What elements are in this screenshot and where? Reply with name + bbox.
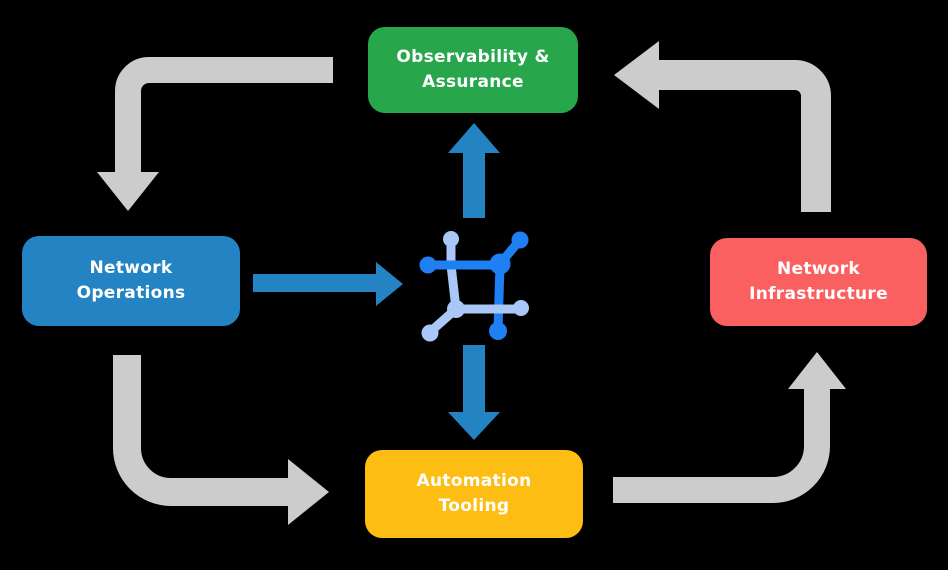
node-network-operations-label: Network Operations — [76, 257, 186, 304]
arrow-observability-to-operations — [97, 57, 333, 211]
node-observability-label: Observability & Assurance — [396, 46, 550, 93]
network-nodes-icon — [419, 231, 529, 342]
icon-node-dot — [489, 253, 511, 275]
node-network-infrastructure-label: Network Infrastructure — [749, 258, 888, 305]
arrow-head — [288, 459, 329, 525]
arrow-head — [614, 41, 659, 109]
arrow-shaft — [115, 57, 333, 173]
icon-node-dot — [421, 324, 439, 342]
arrow-head — [97, 172, 159, 211]
arrow-operations-to-icon — [253, 262, 403, 306]
arrow-operations-to-automation — [113, 355, 329, 525]
icon-node-dot — [513, 300, 529, 316]
arrow-shaft — [113, 355, 289, 506]
arrow-automation-to-infrastructure — [613, 352, 846, 503]
node-network-operations: Network Operations — [22, 236, 240, 326]
arrow-head — [788, 352, 846, 389]
arrow-infrastructure-to-observability — [614, 41, 831, 212]
icon-line-left-edge — [446, 234, 461, 314]
icon-node-dot — [447, 300, 465, 318]
arrow-shaft — [613, 389, 830, 503]
node-automation-tooling-label: Automation Tooling — [416, 470, 532, 517]
icon-node-dot — [443, 231, 459, 247]
arrow-shaft — [659, 60, 831, 212]
node-automation-tooling: Automation Tooling — [365, 450, 583, 538]
icon-node-dot — [419, 256, 437, 274]
icon-node-dot — [511, 231, 529, 249]
icon-line-right-edge — [493, 259, 505, 336]
arrow-icon-to-observability — [448, 123, 500, 218]
node-observability: Observability & Assurance — [368, 27, 578, 113]
arrow-icon-to-automation — [448, 345, 500, 440]
icon-node-dot — [489, 322, 507, 340]
node-network-infrastructure: Network Infrastructure — [710, 238, 927, 326]
